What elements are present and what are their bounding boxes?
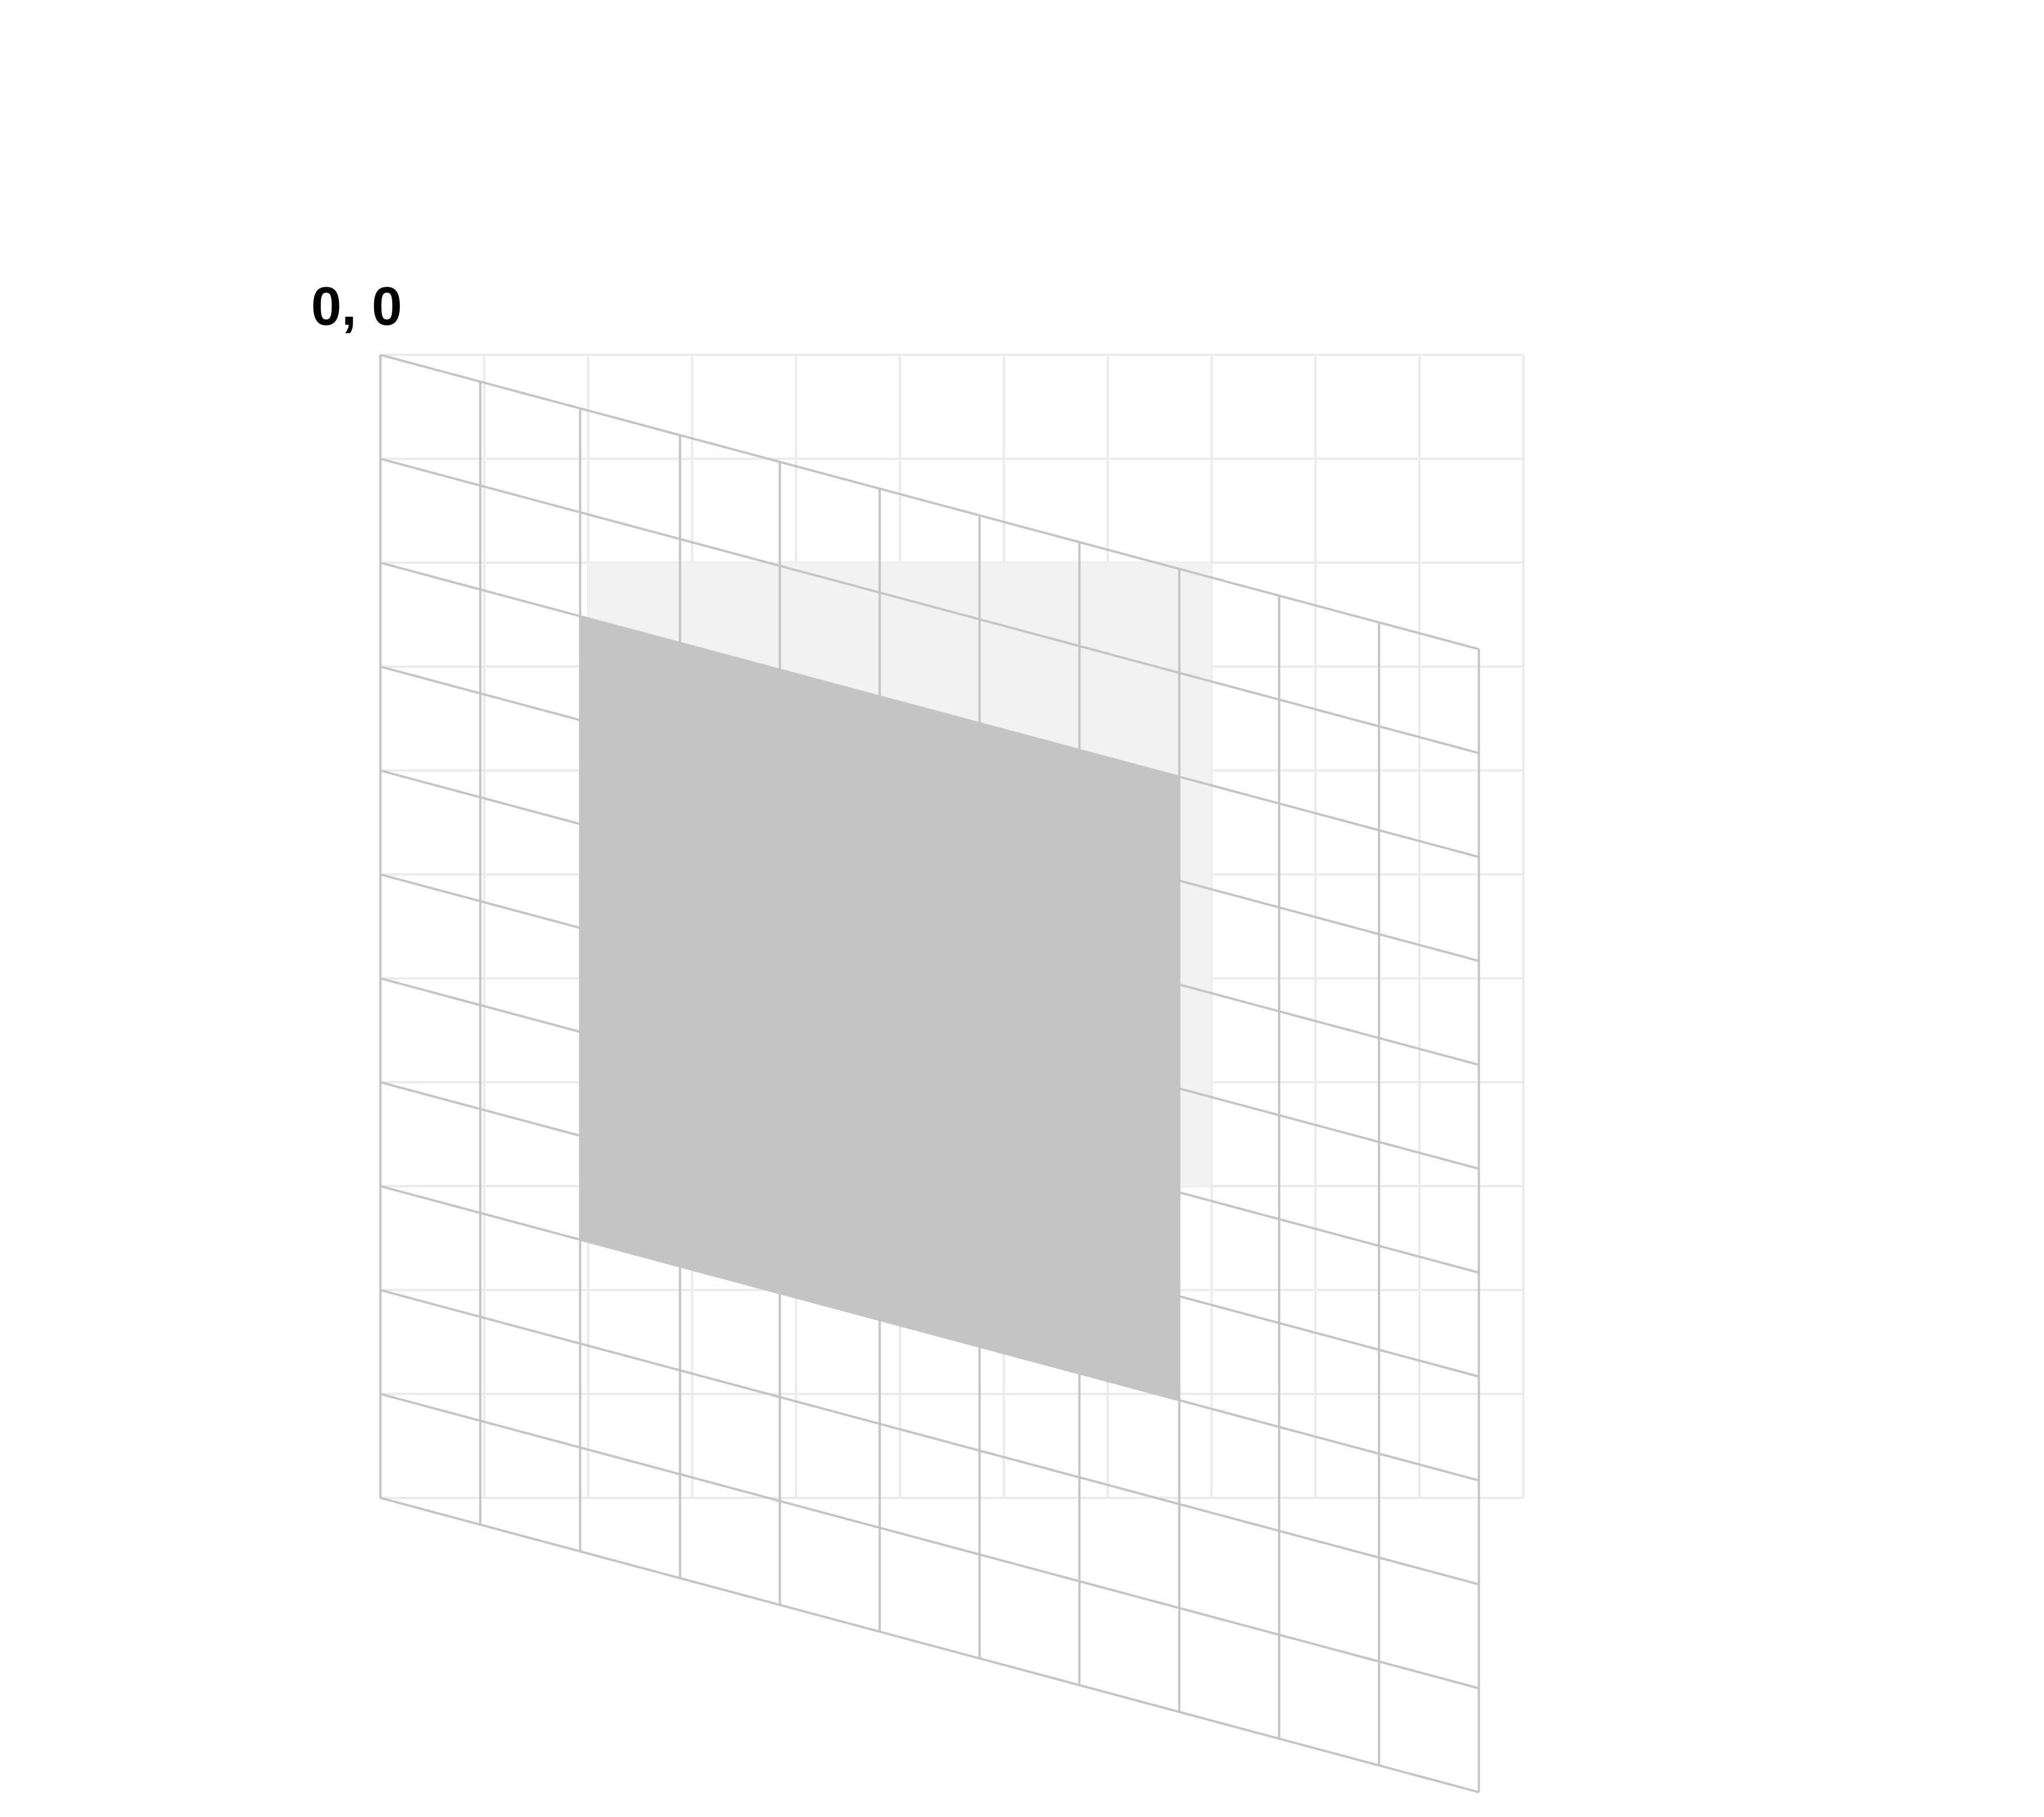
skewed-grid-horizontal-line (380, 1081, 1480, 1378)
skewed-grid-horizontal-line (380, 769, 1480, 1066)
origin-label: 0, 0 (311, 276, 403, 337)
skewed-grid-horizontal-line (380, 1289, 1480, 1586)
skewed-grid-horizontal-line (380, 873, 1480, 1170)
skewed-grid-horizontal-line (380, 1393, 1480, 1690)
skewed-grid-horizontal-line (380, 1497, 1480, 1794)
skewed-grid-horizontal-line (380, 458, 1480, 755)
skewed-grid-horizontal-line (380, 665, 1480, 962)
skewed-grid-horizontal-line (380, 354, 1480, 651)
skewed-grid-horizontal-line (380, 1185, 1480, 1482)
skewed-grid-horizontal-line (380, 562, 1480, 859)
skewed-grid-horizontal-line (380, 977, 1480, 1274)
skewed-grid (379, 354, 1480, 1794)
